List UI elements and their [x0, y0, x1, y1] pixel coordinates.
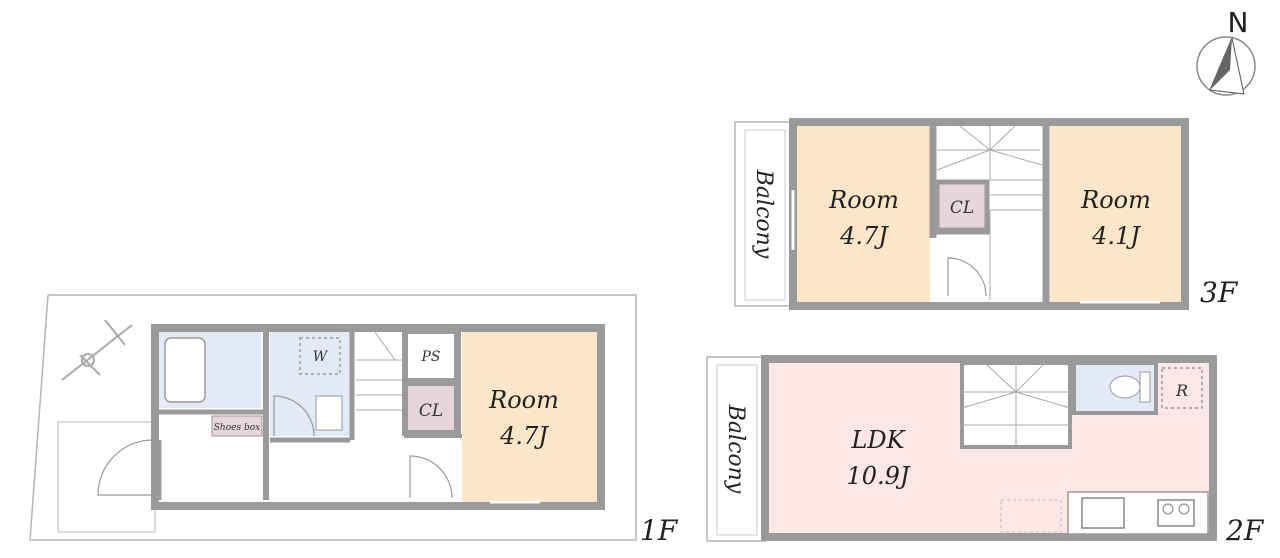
stairs-1f — [356, 331, 404, 411]
closet-3f-label: CL — [950, 198, 974, 218]
floor-3f: CL Room 4.7J Room 4.1J Balcony 3F — [734, 118, 1239, 310]
room-3f-west-name: Room — [828, 186, 899, 214]
fridge-2f-label: R — [1175, 381, 1188, 400]
compass: N — [1196, 6, 1256, 96]
room-1f-name: Room — [488, 386, 559, 414]
floor-3f-label: 3F — [1200, 276, 1239, 309]
floor-2f-label: 2F — [1225, 514, 1265, 547]
shoes-box-1f-label: Shoes box — [214, 423, 260, 433]
stove-2f — [1157, 499, 1195, 527]
floor-1f: Shoes box W PS CL Room 4.7J 1F — [29, 294, 679, 547]
floor-1f-label: 1F — [640, 514, 679, 547]
ldk-2f-size: 10.9J — [846, 462, 910, 490]
room-3f-east-name: Room — [1080, 186, 1151, 214]
closet-1f-label: CL — [419, 401, 443, 421]
room-3f-east — [1050, 126, 1181, 302]
room-3f-west — [797, 126, 930, 302]
balcony-2f-label: Balcony — [723, 404, 748, 494]
compass-north-label: N — [1228, 6, 1249, 39]
room-3f-west-size: 4.7J — [839, 222, 889, 250]
ldk-2f-name: LDK — [850, 426, 906, 454]
shoes-box-1f — [211, 415, 263, 437]
room-1f-size: 4.7J — [499, 422, 549, 450]
room-1f — [462, 332, 597, 502]
balcony-3f-label: Balcony — [751, 169, 776, 259]
stairs-3f — [937, 126, 1045, 182]
washer-1f-label: W — [313, 349, 329, 365]
closet-3f — [934, 179, 990, 233]
bicycle-icon — [61, 319, 133, 381]
room-3f-east-size: 4.1J — [1091, 222, 1141, 250]
washer-1f — [299, 337, 341, 375]
fridge-2f — [1161, 367, 1203, 409]
pipe-space-1f-label: PS — [420, 349, 440, 365]
sink-2f — [1081, 497, 1125, 529]
floor-2f: R LDK 10.9J Balcony 2F — [706, 355, 1265, 547]
compass-needle-dark — [1210, 38, 1232, 90]
